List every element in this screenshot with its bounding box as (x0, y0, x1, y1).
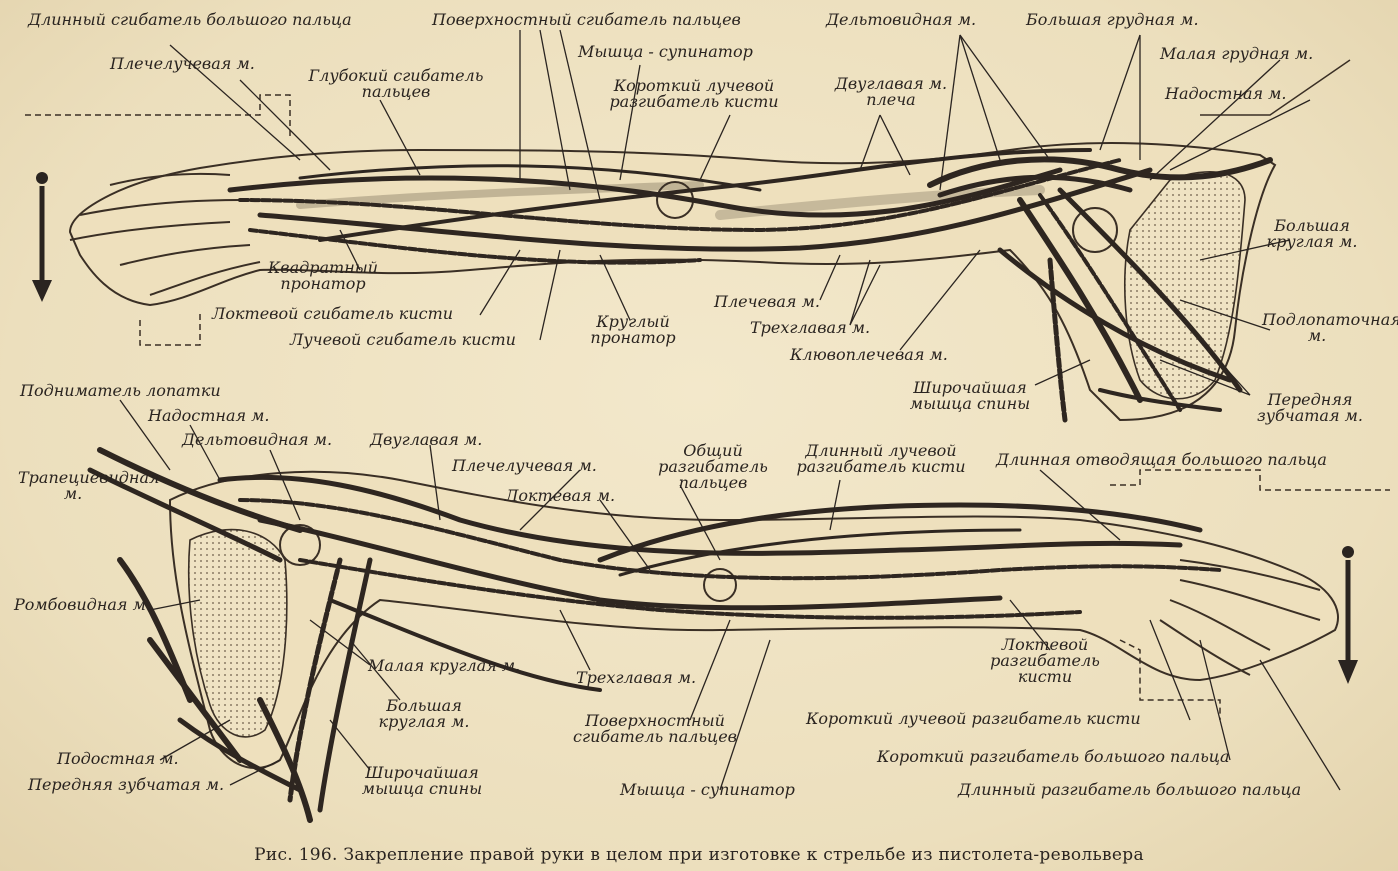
label-deltoid-bottom: Дельтовидная м. (182, 432, 332, 448)
label-triceps-bottom: Трехглавая м. (576, 670, 696, 686)
label-pronator-teres: Круглый пронатор (583, 314, 683, 346)
label-serratus-anterior-bottom: Передняя зубчатая м. (28, 777, 224, 793)
label-extensor-digitorum: Общий разгибатель пальцев (648, 443, 778, 491)
label-supraspinatus-top: Надостная м. (1165, 86, 1287, 102)
label-brachioradialis-top: Плечелучевая м. (110, 56, 255, 72)
label-flexor-pollicis-longus: Длинный сгибатель большого пальца (28, 12, 352, 28)
label-supraspinatus-bottom: Надостная м. (148, 408, 270, 424)
label-brachioradialis-bottom: Плечелучевая м. (452, 458, 597, 474)
label-flexor-carpi-radialis: Лучевой сгибатель кисти (290, 332, 516, 348)
label-ext-carpi-radialis-longus: Длинный лучевой разгибатель кисти (786, 443, 976, 475)
label-anconeus: Локтевая м. (505, 488, 615, 504)
label-flexor-digitorum-superficialis: Поверхностный сгибатель пальцев (432, 12, 741, 28)
label-flexor-digitorum-superficialis-bottom: Поверхностный сгибатель пальцев (560, 713, 750, 745)
label-biceps-brachii: Двуглавая м. плеча (826, 76, 956, 108)
label-latissimus-bottom: Широчайшая мышца спины (352, 765, 492, 797)
label-brachialis: Плечевая м. (714, 294, 820, 310)
label-biceps-bottom: Двуглавая м. (370, 432, 482, 448)
label-triceps-top: Трехглавая м. (750, 320, 870, 336)
figure-caption: Рис. 196. Закрепление правой руки в цело… (0, 845, 1398, 865)
label-rhomboid: Ромбовидная м. (14, 597, 151, 613)
label-coracobrachialis: Клювоплечевая м. (790, 347, 948, 363)
label-flexor-carpi-ulnaris: Локтевой сгибатель кисти (212, 306, 453, 322)
label-ext-carpi-radialis-brevis-top: Короткий лучевой разгибатель кисти (594, 78, 794, 110)
label-extensor-carpi-ulnaris: Локтевой разгибатель кисти (985, 637, 1105, 685)
top-direction-arrow (32, 172, 52, 302)
label-deltoid-top: Дельтовидная м. (826, 12, 976, 28)
label-teres-major-top: Большая круглая м. (1262, 218, 1362, 250)
label-extensor-pollicis-longus: Длинный разгибатель большого пальца (958, 782, 1301, 798)
bottom-direction-arrow (1338, 546, 1358, 684)
label-ext-carpi-radialis-brevis-bottom: Короткий лучевой разгибатель кисти (806, 711, 1141, 727)
label-infraspinatus: Подостная м. (57, 751, 179, 767)
label-pectoralis-minor: Малая грудная м. (1160, 46, 1313, 62)
top-arm (25, 60, 1350, 420)
label-latissimus-top: Широчайшая мышца спины (900, 380, 1040, 412)
label-supinator-top: Мышца - супинатор (578, 44, 753, 60)
label-teres-minor: Малая круглая м. (368, 658, 520, 674)
bottom-arm-outline (170, 472, 1338, 768)
label-teres-major-bottom: Большая круглая м. (374, 698, 474, 730)
label-extensor-pollicis-brevis: Короткий разгибатель большого пальца (877, 749, 1229, 765)
label-subscapularis: Подлопаточная м. (1262, 312, 1372, 344)
label-serratus-anterior-top: Передняя зубчатая м. (1255, 392, 1365, 424)
label-trapezius: Трапециевидная м. (18, 470, 128, 502)
label-abductor-pollicis-longus: Длинная отводящая большого пальца (996, 452, 1327, 468)
label-pronator-quadratus: Квадратный пронатор (258, 260, 388, 292)
label-flexor-digitorum-profundus: Глубокий сгибатель пальцев (296, 68, 496, 100)
label-supinator-bottom: Мышца - супинатор (620, 782, 795, 798)
label-levator-scapulae: Подниматель лопатки (20, 383, 221, 399)
label-pectoralis-major: Большая грудная м. (1026, 12, 1199, 28)
